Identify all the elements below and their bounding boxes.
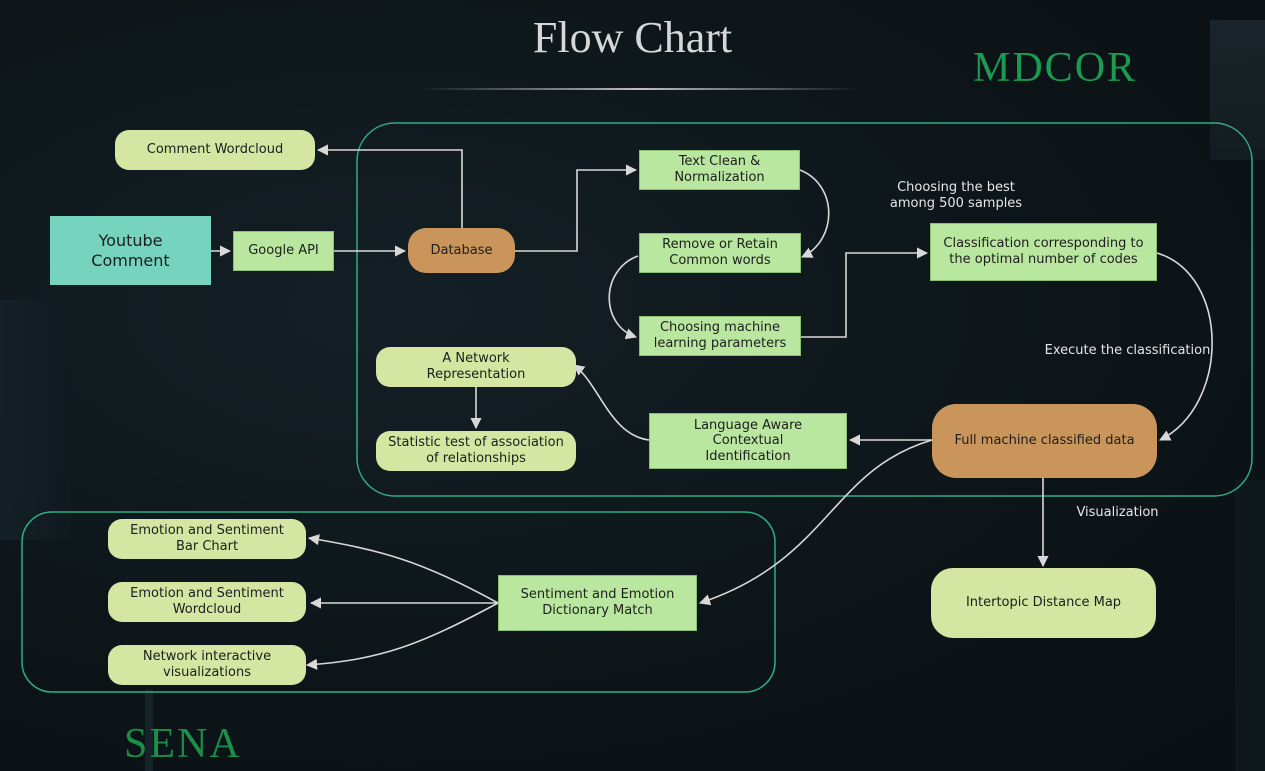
choosing-best-label: Choosing the best among 500 samples [889, 180, 1023, 212]
edge-language-network [573, 364, 650, 441]
google-api-node: Google API [233, 231, 334, 271]
edge-sentiment-network [305, 602, 499, 670]
emotion-bar-node: Emotion and Sentiment Bar Chart [108, 519, 306, 559]
intertopic-map-node: Intertopic Distance Map [931, 568, 1156, 638]
network-representation-node: A Network Representation [376, 347, 576, 387]
edge-database-textclean [515, 164, 638, 252]
edge-sentiment-bar [307, 534, 499, 604]
edge-textclean-remove [799, 169, 830, 258]
choosing-params-node: Choosing machine learning parameters [639, 316, 801, 356]
edge-database-wordcloud [316, 144, 463, 228]
network-vis-node: Network interactive visualizations [108, 645, 306, 685]
text-clean-node: Text Clean & Normalization [639, 150, 800, 190]
page-title: Flow Chart [532, 13, 733, 62]
language-aware-node: Language Aware Contextual Identification [649, 413, 847, 469]
sentiment-match-node: Sentiment and Emotion Dictionary Match [498, 575, 697, 631]
background-panel [145, 690, 153, 771]
edge-remove-choosing [608, 255, 639, 340]
youtube-comment-node: Youtube Comment [50, 216, 211, 285]
sena-group-border [21, 511, 776, 693]
execute-classification-label: Execute the classification [1044, 343, 1211, 358]
edge-choosing-classification [801, 247, 929, 338]
sena-brand: SENA [124, 721, 242, 767]
classification-node: Classification corresponding to the opti… [930, 223, 1157, 281]
full-classified-node: Full machine classified data [932, 404, 1157, 478]
background-panel [0, 300, 70, 540]
edge-full-sentiment [698, 439, 933, 606]
database-node: Database [408, 228, 515, 273]
background-panel [1235, 480, 1265, 771]
statistic-test-node: Statistic test of association of relatio… [376, 431, 576, 471]
mdcor-brand: MDCOR [973, 45, 1138, 91]
emotion-wordcloud-node: Emotion and Sentiment Wordcloud [108, 582, 306, 622]
background-panel [1210, 20, 1265, 160]
remove-retain-node: Remove or Retain Common words [639, 233, 801, 273]
edge-classification-full [1156, 252, 1213, 441]
visualization-label: Visualization [1076, 505, 1159, 520]
comment-wordcloud-node: Comment Wordcloud [115, 130, 315, 170]
mdcor-group-border [356, 122, 1253, 497]
title-underline [420, 88, 860, 90]
